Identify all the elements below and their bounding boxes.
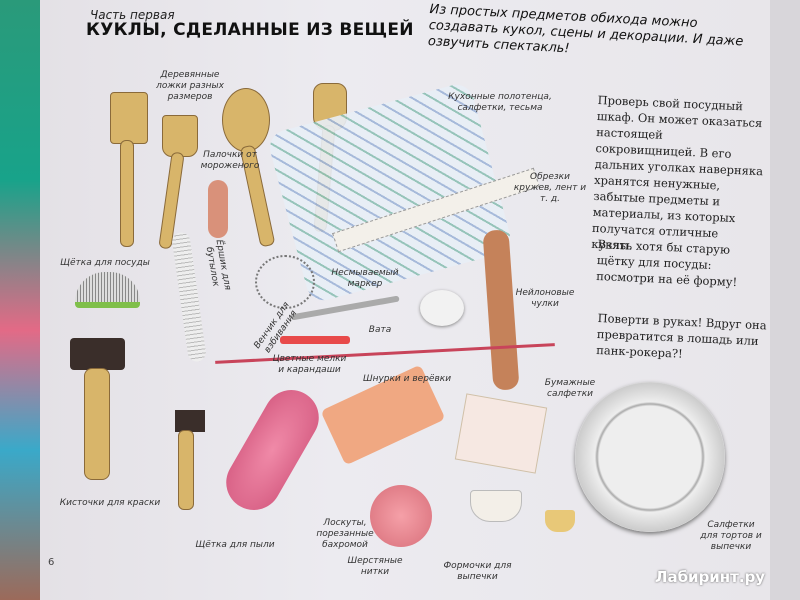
label-rags: Лоскуты, порезанные бахромой	[316, 518, 374, 550]
label-towels: Кухонные полотенца, салфетки, тесьма	[448, 92, 552, 113]
cotton-wool-illustration	[420, 290, 464, 326]
wooden-fork-illustration	[162, 115, 198, 157]
paint-brush-small-handle	[178, 430, 194, 510]
label-doilies: Салфетки для тортов и выпечки	[700, 520, 762, 552]
ice-cream-stick-illustration	[208, 180, 228, 238]
part-label: Часть первая	[90, 8, 175, 22]
label-yarn: Шерстяные нитки	[347, 556, 403, 577]
label-paper-napkins: Бумажные салфетки	[544, 378, 596, 399]
page-title: КУКЛЫ, СДЕЛАННЫЕ ИЗ ВЕЩЕЙ	[86, 20, 414, 40]
wooden-spatula-handle	[120, 140, 134, 247]
label-crayons: Цветные мелки и карандаши	[272, 354, 347, 375]
dish-brush-illustration	[75, 272, 140, 308]
label-sticks: Палочки от мороженого	[200, 150, 260, 171]
paint-brush-large-handle	[84, 368, 110, 480]
label-lace: Обрезки кружев, лент и т. д.	[513, 172, 587, 204]
baking-cup-white-illustration	[470, 490, 522, 522]
label-baking-cups: Формочки для выпечки	[443, 561, 512, 582]
yarn-ball-illustration	[370, 485, 432, 547]
whisk-illustration	[255, 255, 315, 309]
wooden-spatula-illustration	[110, 92, 148, 144]
label-paint-brushes: Кисточки для краски	[59, 498, 161, 508]
watermark: Лабиринт.ру	[655, 568, 766, 586]
baking-cup-gold-illustration	[545, 510, 575, 532]
paper-doily-illustration	[575, 382, 725, 532]
paragraph-1: Проверь свой посудный шкаф. Он может ока…	[591, 92, 764, 253]
label-spoons: Деревянные ложки разных размеров	[156, 70, 224, 102]
label-stockings: Нейлоновые чулки	[515, 288, 575, 309]
page-number: 6	[48, 557, 55, 568]
facing-page-edge	[770, 0, 800, 600]
label-cotton: Вата	[368, 325, 392, 335]
label-marker: Несмываемый маркер	[331, 268, 399, 289]
paint-brush-small-bristles	[175, 410, 205, 432]
paragraph-3: Поверти в руках! Вдруг она превратится в…	[595, 310, 767, 361]
label-duster: Щётка для пыли	[195, 540, 275, 550]
label-strings: Шнурки и верёвки	[362, 374, 452, 384]
paper-napkins-illustration	[454, 393, 548, 474]
wooden-spoon-illustration	[222, 88, 270, 152]
crayon-illustration	[280, 336, 350, 344]
paint-brush-large-bristles	[70, 338, 125, 370]
paragraph-2: Взять хотя бы старую щётку для посуды: п…	[595, 236, 738, 290]
label-dish-brush: Щётка для посуды	[60, 258, 150, 268]
